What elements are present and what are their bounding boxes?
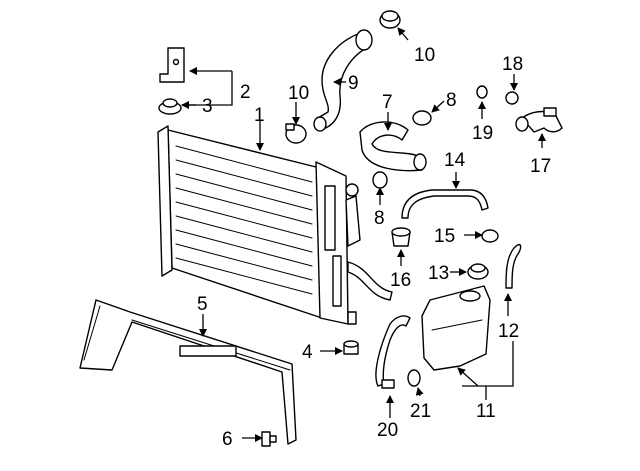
mounting-bracket: [159, 47, 185, 83]
hose-connector-16: [391, 227, 411, 247]
callout-11: 11: [476, 401, 496, 422]
coolant-pipe: [375, 315, 411, 389]
callout-16: 16: [390, 270, 411, 291]
temperature-sensor: [505, 91, 519, 105]
callout-7: 7: [382, 92, 393, 113]
pipe-seal: [407, 369, 421, 387]
callout-5: 5: [197, 294, 208, 315]
reservoir-cap: [467, 263, 489, 280]
callout-17: 17: [530, 156, 551, 177]
insulator-grommet: [158, 98, 182, 115]
callout-20: 20: [377, 420, 398, 441]
coolant-reservoir: [421, 285, 491, 371]
thermostat-housing: [515, 107, 563, 133]
callout-10b: 10: [414, 45, 435, 66]
callout-8a: 8: [446, 90, 457, 111]
callout-6: 6: [222, 429, 233, 450]
hose-clamp-lower-bottom: [372, 171, 388, 189]
callout-10a: 10: [288, 83, 309, 104]
callout-3: 3: [202, 96, 213, 117]
callout-19: 19: [472, 123, 493, 144]
overflow-hose: [401, 189, 489, 219]
callout-13: 13: [428, 263, 449, 284]
callout-1: 1: [254, 105, 265, 126]
callout-9: 9: [348, 73, 359, 94]
callout-2: 2: [240, 82, 251, 103]
upper-radiator-hose: [313, 29, 373, 132]
leader-lines: [181, 27, 546, 442]
o-ring-seal: [476, 85, 488, 99]
hose-clamp-lower-top: [412, 110, 432, 126]
callout-14: 14: [444, 150, 466, 171]
fan-shroud: [79, 299, 297, 445]
radiator-cap: [379, 10, 401, 29]
callout-8b: 8: [374, 208, 385, 229]
vent-hose: [505, 244, 522, 289]
lower-radiator-hose: [359, 121, 427, 172]
callout-4: 4: [302, 342, 313, 363]
drain-plug: [343, 340, 359, 355]
callout-21: 21: [410, 401, 431, 422]
radiator: [157, 125, 393, 325]
hose-connector-15: [481, 229, 499, 243]
hose-clamp-upper: [285, 123, 307, 144]
callout-12: 12: [498, 321, 519, 342]
callout-15: 15: [434, 226, 455, 247]
radiator-fins: [175, 145, 313, 295]
callout-18: 18: [502, 54, 523, 75]
callouts: 1 2 3 4 5 6 7 8 8 9 10 10 11 12 13 14 15…: [197, 45, 551, 450]
fastener-bolt: [261, 431, 277, 447]
